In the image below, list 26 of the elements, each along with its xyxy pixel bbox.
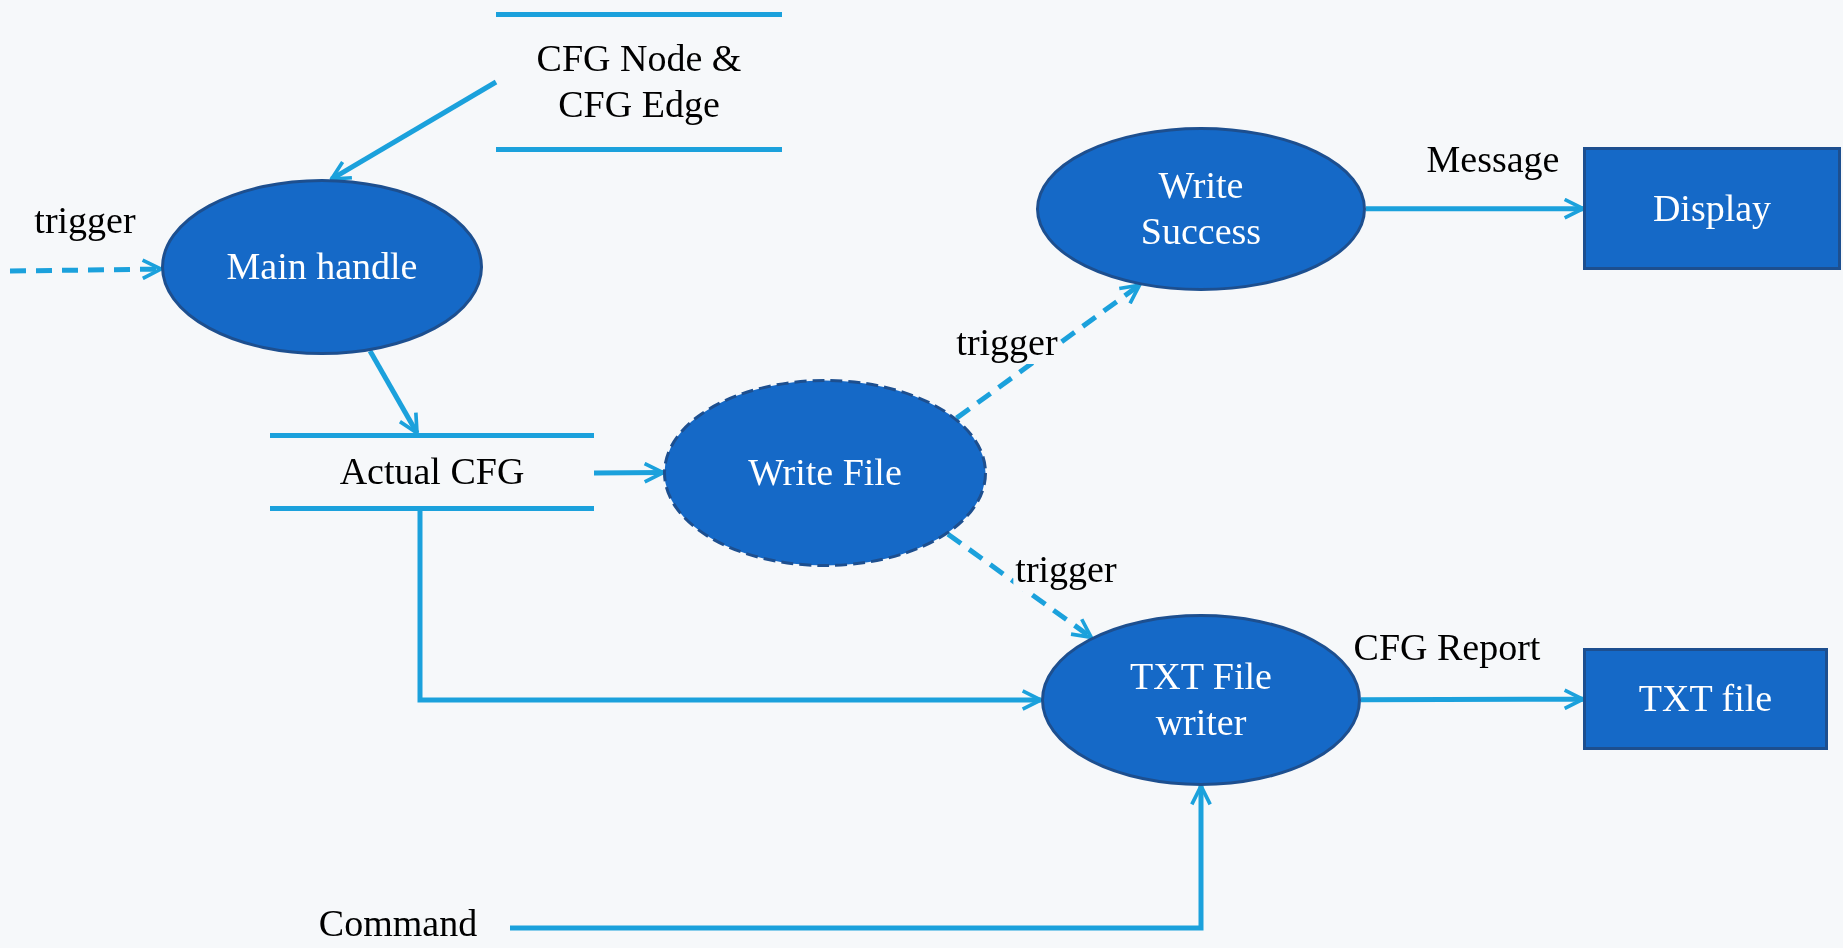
arrow (510, 784, 1212, 931)
arrow (1361, 688, 1585, 711)
node-label: Write Success (1139, 163, 1263, 254)
terminator-box (1583, 648, 1828, 750)
arrow (9, 258, 163, 281)
arrow (367, 349, 420, 435)
node-label: TXT file (1638, 676, 1773, 722)
arrow (955, 283, 1142, 421)
arrow (946, 532, 1094, 640)
node-label: Main handle (226, 244, 418, 290)
process-ellipse (161, 179, 483, 355)
terminator-box (1583, 147, 1841, 270)
node-label: TXT File writer (1129, 654, 1273, 745)
process-ellipse (1036, 127, 1366, 291)
arrow (1366, 197, 1585, 220)
data-store (270, 433, 594, 511)
arrow (417, 511, 1043, 711)
node-label: Actual CFG (339, 449, 525, 495)
process-ellipse (663, 379, 987, 567)
node-label: Display (1652, 185, 1772, 231)
arrow (329, 79, 498, 182)
arrow (594, 461, 665, 484)
data-store (496, 12, 782, 152)
input-label: Command (286, 900, 510, 946)
node-label: CFG Node & CFG Edge (535, 36, 743, 127)
node-label: Write File (748, 450, 902, 496)
